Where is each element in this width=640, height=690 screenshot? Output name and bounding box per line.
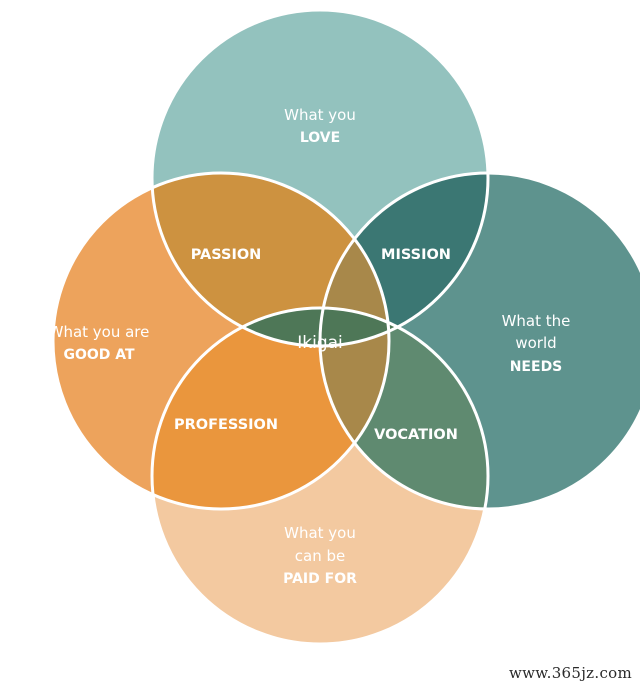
paid-for-label-line3: PAID FOR — [283, 571, 357, 587]
zone-vocation — [320, 308, 488, 509]
vocation-label: VOCATION — [374, 427, 458, 443]
good-at-label-line1: What you are — [49, 323, 150, 341]
zone-mission — [320, 173, 488, 346]
profession-label: PROFESSION — [174, 417, 278, 433]
love-label-line2: LOVE — [300, 130, 340, 146]
love-label-line1: What you — [284, 106, 356, 124]
needs-label-line2: world — [515, 334, 556, 352]
outline-paid-for — [150, 306, 490, 646]
paid-for-label-line2: can be — [295, 547, 345, 565]
outline-good-at — [51, 171, 391, 511]
needs-label-line1: What the — [502, 312, 571, 330]
outline-needs — [318, 171, 640, 511]
good-at-label-line2: GOOD AT — [63, 347, 135, 363]
mission-label: MISSION — [381, 247, 451, 263]
needs-label-line3: NEEDS — [510, 359, 563, 375]
paid-for-label-line1: What you — [284, 524, 356, 542]
ikigai-label: Ikigai — [297, 333, 343, 353]
passion-label: PASSION — [191, 247, 262, 263]
watermark: www.365jz.com — [508, 664, 632, 682]
